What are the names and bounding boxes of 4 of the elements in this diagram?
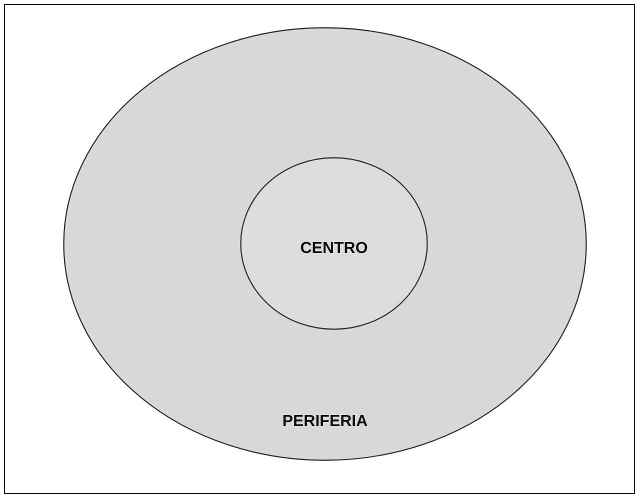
inner-ellipse [240,157,428,330]
region-label: CENTRO [300,240,368,258]
outer-ellipse [63,27,587,461]
region-label: PERIFERIA [282,412,368,431]
